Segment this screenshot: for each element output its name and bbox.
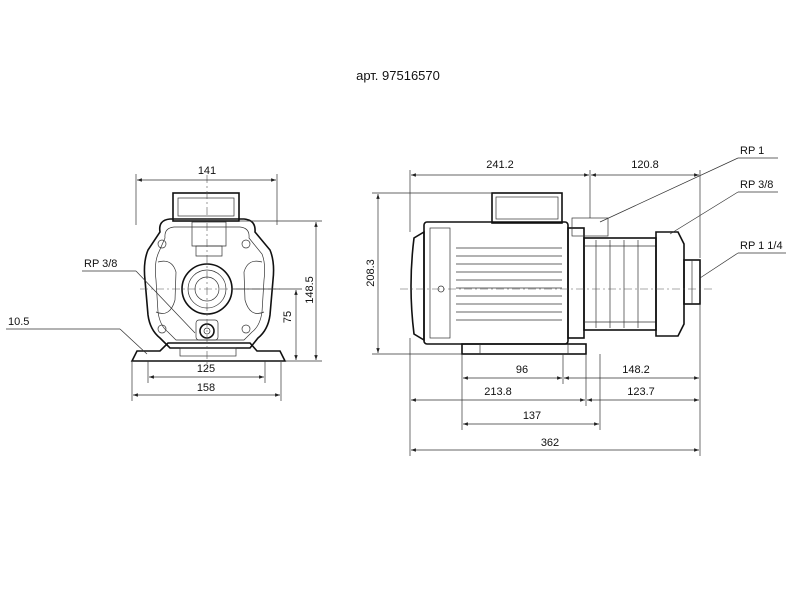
dim-side-total: 362 (541, 437, 559, 449)
dim-side-length-head: 120.8 (631, 159, 659, 171)
front-body-outline (130, 192, 287, 362)
side-terminal-box (491, 192, 563, 224)
front-view: 141 RP 3/8 10.5 148.5 75 125 158 (6, 165, 322, 401)
side-flange (567, 227, 585, 339)
label-front-rp38: RP 3/8 (84, 258, 117, 270)
dim-side-96: 96 (516, 364, 528, 376)
dim-side-137: 137 (523, 410, 541, 422)
dim-front-width: 141 (198, 165, 216, 177)
label-side-rp38: RP 3/8 (740, 179, 773, 191)
front-foot (130, 342, 287, 362)
side-body-outline (410, 192, 701, 355)
side-view: 241.2 120.8 208.3 RP 1 RP 3/8 RP 1 1/4 9… (365, 145, 786, 456)
dim-front-hole-spacing: 125 (197, 363, 215, 375)
dim-front-foot-offset: 10.5 (8, 316, 29, 328)
side-motor (423, 221, 569, 345)
dim-side-213-8: 213.8 (484, 386, 512, 398)
side-fan-cover (410, 230, 425, 342)
dim-front-height-axis: 75 (282, 311, 294, 323)
article-title: арт. 97516570 (356, 68, 440, 83)
side-end-cap (655, 231, 685, 337)
front-top-flange (172, 192, 240, 222)
front-housing (143, 218, 275, 349)
dim-front-height-total: 148.5 (304, 276, 316, 304)
dim-side-height: 208.3 (365, 259, 377, 287)
dim-side-length-motor: 241.2 (486, 159, 514, 171)
label-side-rp1: RP 1 (740, 145, 764, 157)
label-side-rp114: RP 1 1/4 (740, 240, 783, 252)
dim-side-148-2: 148.2 (622, 364, 650, 376)
side-pump-stages (583, 237, 657, 331)
side-base (461, 343, 587, 355)
dim-front-foot-width: 158 (197, 382, 215, 394)
dim-side-123-7: 123.7 (627, 386, 655, 398)
